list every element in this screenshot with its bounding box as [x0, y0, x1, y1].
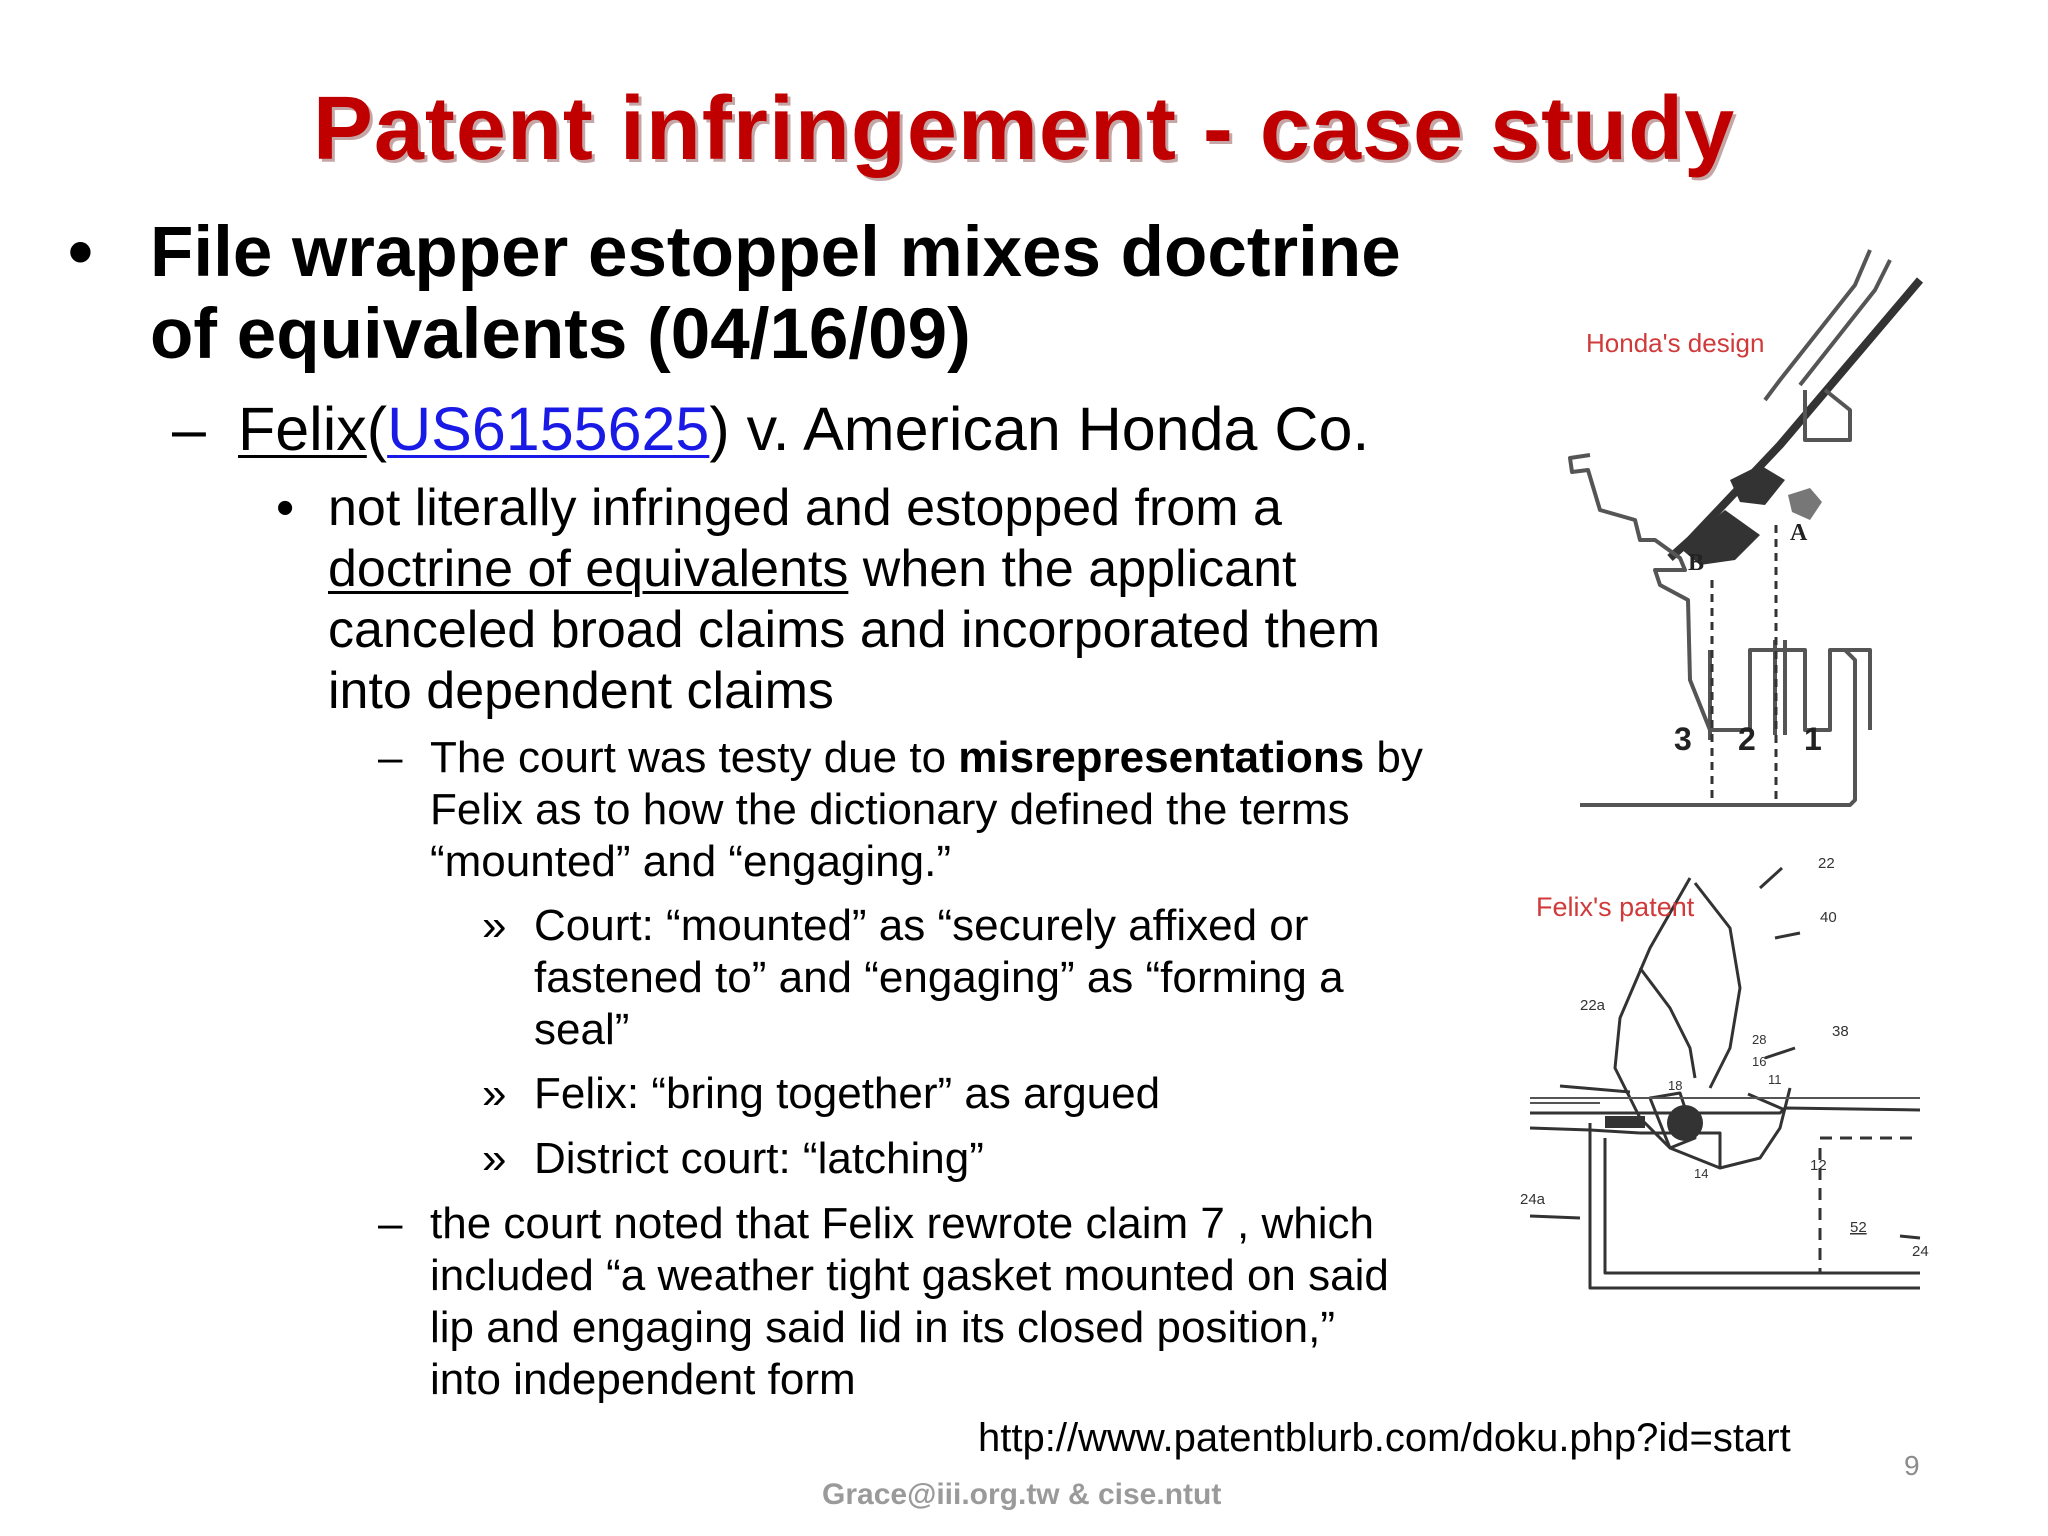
felix-label-38: 38 [1832, 1023, 1849, 1040]
footer-credit: Grace@iii.org.tw & cise.ntut [822, 1478, 1221, 1512]
sub1-bold: misrepresentations [958, 733, 1364, 782]
honda-label-2: 2 [1738, 721, 1756, 757]
raquo-marker: » [482, 900, 506, 952]
sub1-line1: The court was testy due to misrepresenta… [430, 732, 1423, 784]
felix-label-40: 40 [1820, 909, 1837, 926]
sub2-line2: included “a weather tight gasket mounted… [430, 1250, 1389, 1302]
quote3-line1: District court: “latching” [534, 1133, 984, 1185]
dash-marker: – [378, 1198, 402, 1250]
honda-label-b: B [1688, 550, 1704, 576]
felix-label-24a: 24a [1520, 1191, 1546, 1208]
bullet-marker: • [276, 478, 294, 539]
sub1-pre: The court was testy due to [430, 733, 958, 782]
source-url[interactable]: http://www.patentblurb.com/doku.php?id=s… [978, 1416, 1791, 1461]
honda-label-1: 1 [1804, 721, 1822, 757]
sub1-line3: “mounted” and “engaging.” [430, 836, 951, 888]
point-line2: doctrine of equivalents when the applica… [328, 539, 1296, 600]
sub2-line1: the court noted that Felix rewrote claim… [430, 1198, 1374, 1250]
quote2-line1: Felix: “bring together” as argued [534, 1068, 1160, 1120]
bullet-marker: • [68, 212, 93, 294]
raquo-marker: » [482, 1068, 506, 1120]
felix-label-52: 52 [1850, 1219, 1867, 1236]
patent-link[interactable]: US6155625 [387, 395, 709, 463]
dash-marker: – [378, 732, 402, 784]
sub1-post: by [1364, 733, 1423, 782]
case-line: Felix(US6155625) v. American Honda Co. [238, 394, 1369, 464]
quote1-line1: Court: “mounted” as “securely affixed or [534, 900, 1308, 952]
case-open-paren: ( [367, 395, 387, 463]
felix-link[interactable]: Felix [238, 395, 367, 463]
sub2-line4: into independent form [430, 1354, 856, 1406]
sub2-line3: lip and engaging said lid in its closed … [430, 1302, 1335, 1354]
bullet1-line1: File wrapper estoppel mixes doctrine [150, 212, 1401, 294]
felix-caption: Felix's patent [1536, 892, 1695, 922]
felix-label-12: 12 [1810, 1157, 1827, 1174]
honda-label-3: 3 [1674, 721, 1692, 757]
quote1-line2: fastened to” and “engaging” as “forming … [534, 952, 1344, 1004]
raquo-marker: » [482, 1133, 506, 1185]
felix-label-18: 18 [1668, 1078, 1682, 1093]
felix-label-16: 16 [1752, 1054, 1766, 1069]
honda-label-a: A [1790, 520, 1808, 546]
felix-label-22a: 22a [1580, 997, 1606, 1014]
sub1-line2: Felix as to how the dictionary defined t… [430, 784, 1350, 836]
felix-label-24: 24 [1912, 1243, 1929, 1260]
honda-design-figure: Honda's design A B 3 2 1 [1560, 240, 1940, 820]
point-line3: canceled broad claims and incorporated t… [328, 600, 1380, 661]
slide-title: Patent infringement - case study [0, 78, 2048, 181]
felix-label-22: 22 [1818, 855, 1835, 872]
felix-patent-figure: Felix's patent 22 40 22a 38 28 16 18 11 … [1520, 848, 1930, 1318]
felix-label-28: 28 [1752, 1032, 1766, 1047]
case-rest: ) v. American Honda Co. [709, 395, 1369, 463]
point-line1: not literally infringed and estopped fro… [328, 478, 1282, 539]
honda-caption: Honda's design [1586, 328, 1764, 358]
dash-marker: – [172, 394, 206, 464]
felix-label-11: 11 [1768, 1072, 1782, 1087]
point-line2-rest: when the applicant [848, 540, 1296, 598]
felix-label-14: 14 [1694, 1166, 1708, 1181]
point-line4: into dependent claims [328, 661, 834, 722]
doctrine-link[interactable]: doctrine of equivalents [328, 540, 848, 598]
bullet1-line2: of equivalents (04/16/09) [150, 294, 971, 376]
page-number: 9 [1904, 1450, 1920, 1482]
quote1-line3: seal” [534, 1004, 629, 1056]
